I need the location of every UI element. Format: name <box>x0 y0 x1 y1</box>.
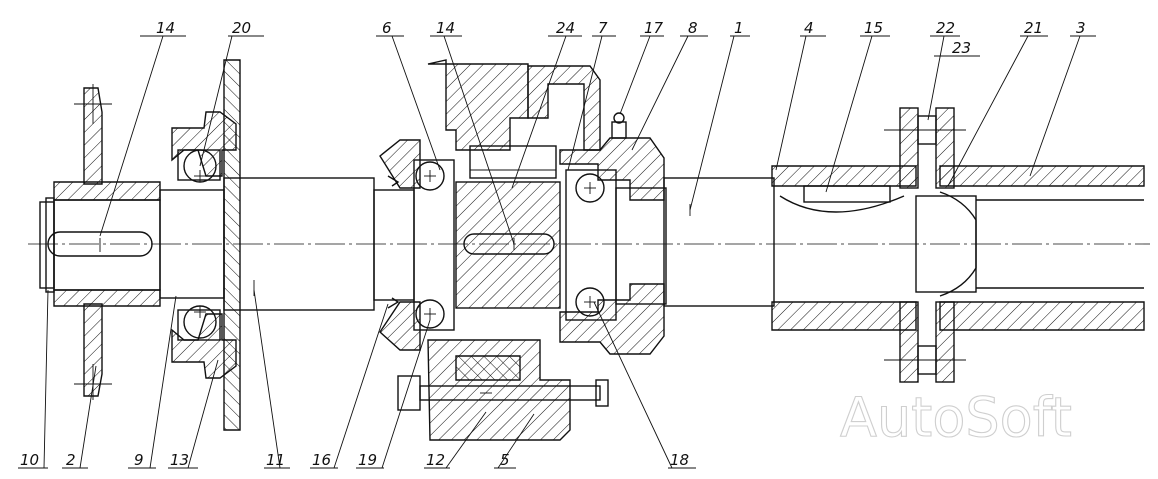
callout-label: 21 <box>1024 19 1043 37</box>
chain-coupling <box>884 107 966 383</box>
callout-label: 22 <box>936 19 955 37</box>
callout-labels: 14 20 6 14 24 7 17 8 1 4 15 22 23 21 3 1… <box>20 19 1086 469</box>
callout-label: 24 <box>556 19 575 37</box>
callout-label: 10 <box>20 451 39 469</box>
seal-mark-top <box>387 175 400 187</box>
callout-label: 16 <box>312 451 331 469</box>
housing-bolt <box>397 375 609 411</box>
callout-label: 20 <box>232 19 251 37</box>
bearing-cap-left <box>171 111 237 379</box>
callout-label: 13 <box>170 451 189 469</box>
callout-label: 18 <box>670 451 689 469</box>
coupling-sleeve <box>771 165 917 331</box>
callout-label: 2 <box>66 451 76 469</box>
callout-label: 6 <box>382 19 392 37</box>
callout-label: 14 <box>156 19 175 37</box>
right-tube <box>915 165 1145 331</box>
callout-label: 7 <box>598 19 608 37</box>
callout-label: 15 <box>864 19 883 37</box>
callout-label: 1 <box>734 19 744 37</box>
callout-label: 23 <box>952 39 971 57</box>
frame-wall <box>223 59 241 431</box>
grease-fitting <box>611 112 627 139</box>
gear-bearings <box>413 159 617 331</box>
callout-label: 11 <box>266 451 285 469</box>
shaft-end-left <box>39 197 153 293</box>
gear-key <box>463 233 555 255</box>
callout-label: 5 <box>500 451 510 469</box>
sprocket-left <box>74 84 112 400</box>
callout-label: 17 <box>644 19 664 37</box>
watermark-text: AutoSoft <box>840 386 1072 449</box>
callout-label: 4 <box>804 19 814 37</box>
seal-mark-bottom <box>387 297 400 309</box>
leader-lines <box>18 35 1096 469</box>
callout-label: 3 <box>1076 19 1086 37</box>
callout-label: 14 <box>436 19 455 37</box>
callout-label: 19 <box>358 451 377 469</box>
callout-label: 12 <box>426 451 445 469</box>
callout-label: 9 <box>134 451 144 469</box>
callout-label: 8 <box>688 19 698 37</box>
gearbox-housing <box>379 59 665 441</box>
